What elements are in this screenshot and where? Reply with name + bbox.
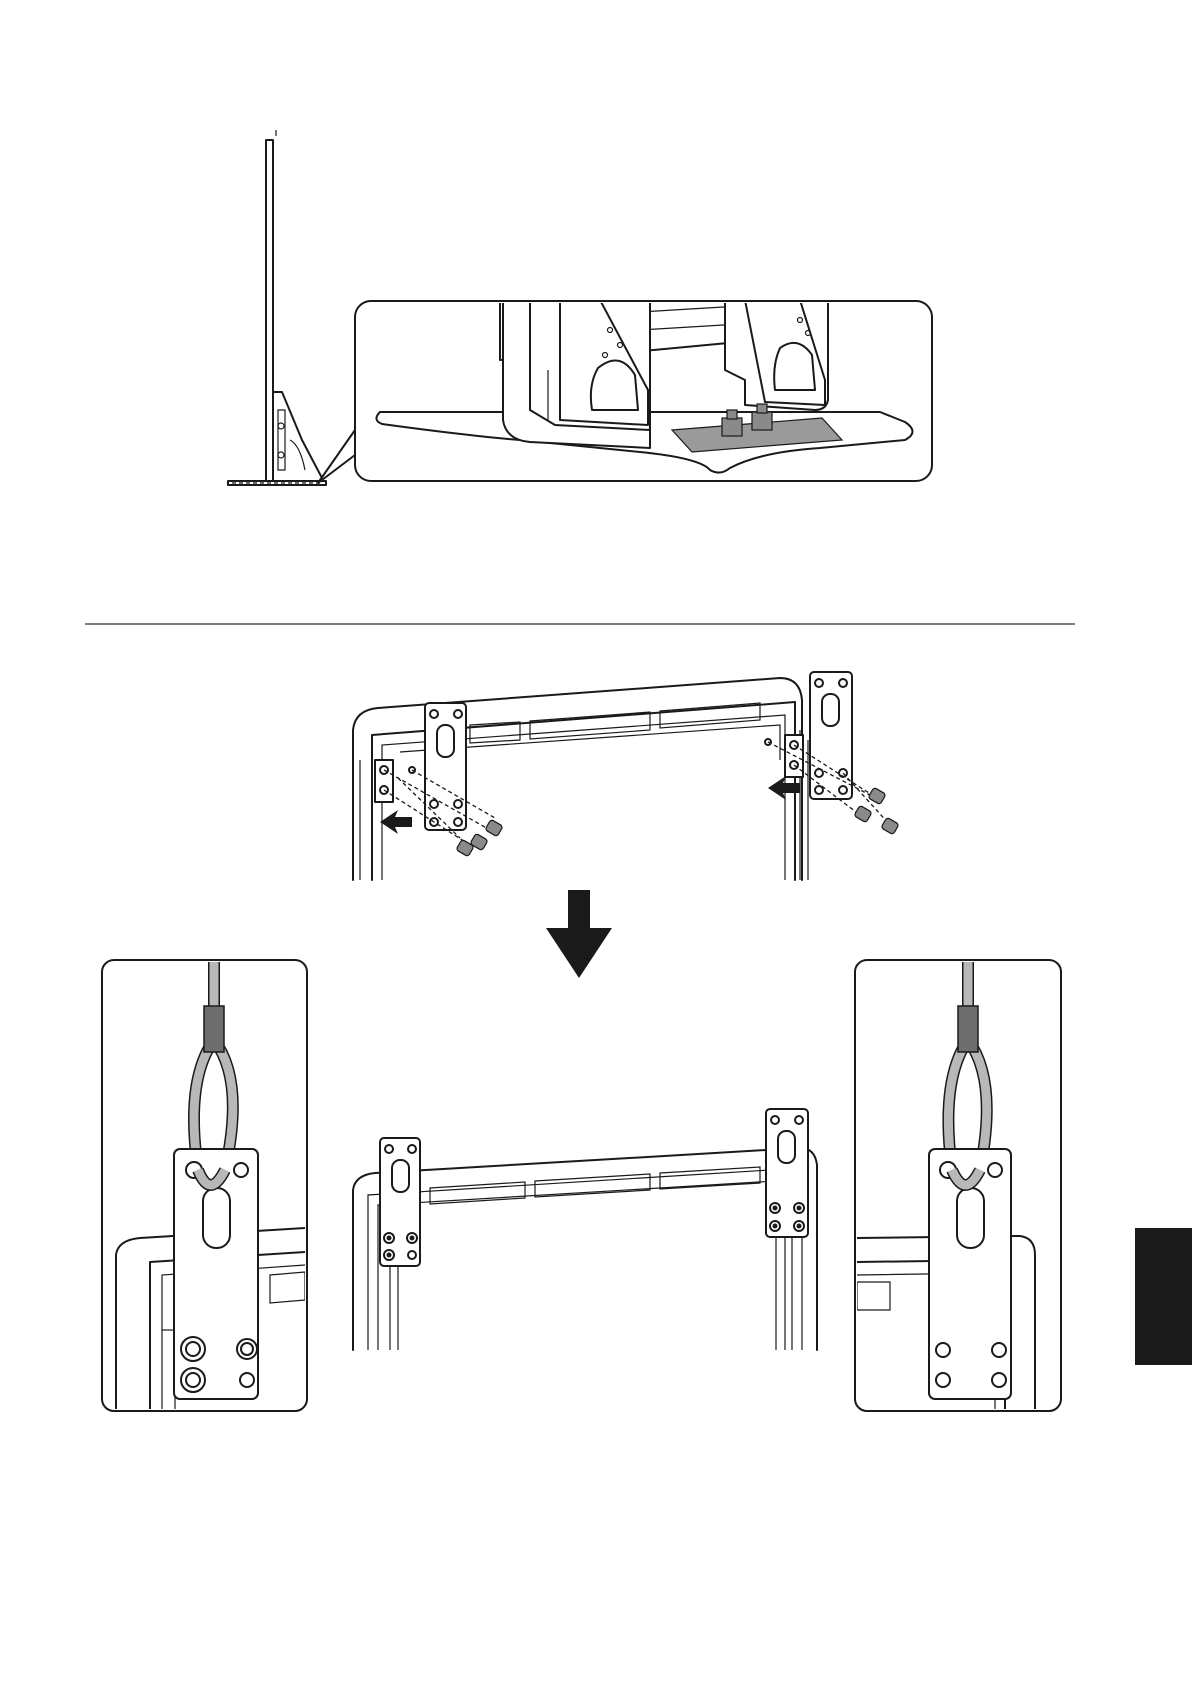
bracket-installation xyxy=(353,672,899,880)
screw-icon xyxy=(881,817,899,834)
right-bracket-installed xyxy=(766,1109,808,1237)
down-arrow-icon xyxy=(546,890,612,978)
insert-arrow-icon xyxy=(380,810,412,834)
installed-brackets xyxy=(353,1109,817,1350)
chapter-tab xyxy=(1135,1228,1192,1365)
left-bracket-installed xyxy=(380,1138,420,1266)
screw-icon xyxy=(868,787,886,804)
callout-pointer xyxy=(318,430,355,483)
right-wire-closeup xyxy=(855,958,1061,1411)
tv-side-view xyxy=(228,130,326,485)
left-wire-closeup xyxy=(102,958,307,1411)
screw-icon xyxy=(485,819,503,836)
stand-closeup-callout xyxy=(355,300,932,481)
screw-icon xyxy=(854,805,872,822)
